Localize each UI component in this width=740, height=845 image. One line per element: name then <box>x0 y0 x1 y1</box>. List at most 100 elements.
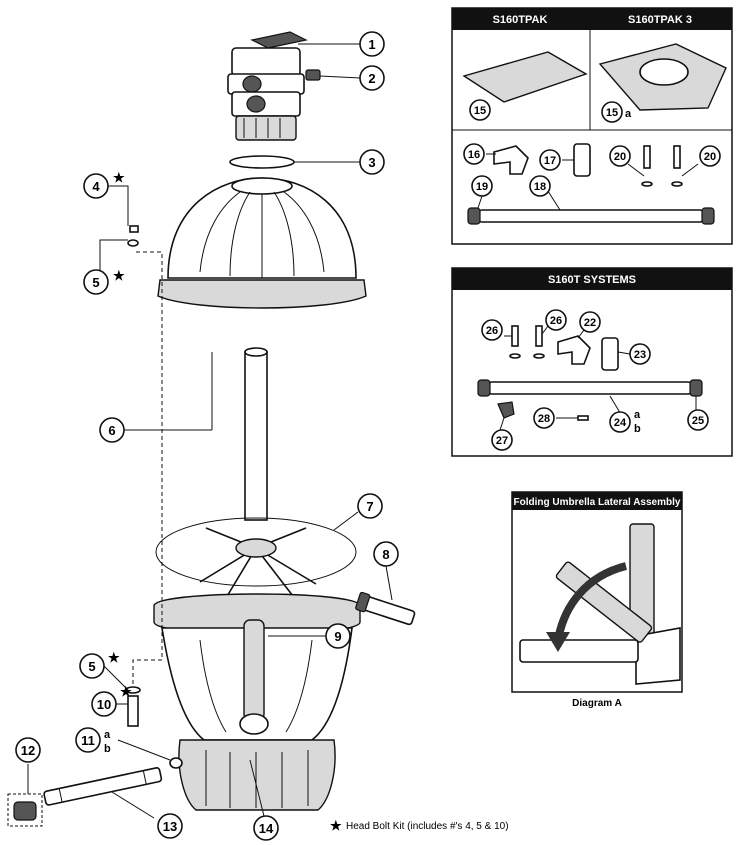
callout-26-left: 26 <box>481 319 503 341</box>
callout-20-left: 20 <box>609 145 631 167</box>
svg-text:15: 15 <box>474 105 486 117</box>
tpak-union <box>573 143 591 177</box>
suffix-11b: b <box>104 743 111 755</box>
svg-text:5: 5 <box>88 659 95 674</box>
lateral-assembly <box>199 527 317 601</box>
tpak-title-right: S160TPAK 3 <box>628 14 692 26</box>
callout-26-right: 26 <box>545 309 567 331</box>
valve-plug <box>305 69 321 81</box>
folding-arrow <box>554 562 628 641</box>
valve-o-ring <box>229 155 295 169</box>
leader-lines <box>27 43 393 819</box>
star-5: ★ <box>113 268 125 283</box>
callout-11: 11 <box>75 727 101 753</box>
svg-text:9: 9 <box>334 629 341 644</box>
umbrella-lateral-horizontal <box>519 639 639 663</box>
svg-text:6: 6 <box>108 423 115 438</box>
systems-bolt-right <box>535 325 543 347</box>
bolt-washer <box>125 686 141 694</box>
callout-5: 5 <box>83 269 109 295</box>
callout-23: 23 <box>629 343 651 365</box>
svg-text:15: 15 <box>606 107 618 119</box>
svg-text:22: 22 <box>584 317 596 329</box>
systems-pipe <box>487 381 693 395</box>
suffix-15a: a <box>625 108 632 120</box>
svg-text:28: 28 <box>538 413 550 425</box>
star-4: ★ <box>113 170 125 185</box>
multiport-valve <box>227 31 308 141</box>
tpak-elbow <box>493 145 529 175</box>
umbrella-lateral-angled <box>555 561 653 643</box>
lower-pipe <box>43 767 163 806</box>
svg-text:20: 20 <box>614 151 626 163</box>
umbrella-caption: Diagram A <box>572 698 622 709</box>
footnote-text: Head Bolt Kit (includes #'s 4, 5 & 10) <box>346 821 509 832</box>
callout-20-right: 20 <box>699 145 721 167</box>
cover-plate <box>462 51 588 103</box>
tpak-panel: S160TPAK S160TPAK 3 15 15 a <box>451 7 733 245</box>
tpak-pipe <box>477 209 705 223</box>
star-10: ★ <box>120 684 132 699</box>
callout-28: 28 <box>533 407 555 429</box>
air-relief-pipe <box>243 619 265 721</box>
systems-panel: S160T SYSTEMS 26 26 <box>451 267 733 457</box>
svg-text:19: 19 <box>476 181 488 193</box>
svg-text:25: 25 <box>692 415 704 427</box>
sight-pipe <box>355 591 416 626</box>
svg-text:27: 27 <box>496 435 508 447</box>
svg-text:7: 7 <box>366 499 373 514</box>
tpak-header <box>452 8 732 30</box>
svg-text:24: 24 <box>614 417 627 429</box>
head-washer <box>127 239 139 247</box>
systems-union <box>601 337 619 371</box>
callout-2: 2 <box>359 65 385 91</box>
star-5-lower: ★ <box>108 650 120 665</box>
callout-16: 16 <box>463 143 485 165</box>
suffix-11a: a <box>104 729 111 741</box>
head-nut <box>129 225 139 233</box>
svg-text:5: 5 <box>92 275 99 290</box>
callout-27: 27 <box>491 429 513 451</box>
head-bolt <box>127 695 139 727</box>
elbow-cap <box>13 801 37 821</box>
systems-header <box>452 268 732 290</box>
svg-text:13: 13 <box>163 819 177 834</box>
bolt-kit-dashed-line <box>132 251 163 686</box>
svg-text:8: 8 <box>382 547 389 562</box>
callout-3: 3 <box>359 149 385 175</box>
callout-12: 12 <box>15 737 41 763</box>
standpipe <box>244 351 268 521</box>
callout-4: 4 <box>83 173 109 199</box>
systems-valve <box>497 401 515 419</box>
suffix-24b: b <box>634 423 641 435</box>
svg-text:14: 14 <box>259 821 274 836</box>
filter-tank <box>153 593 361 811</box>
callout-8: 8 <box>373 541 399 567</box>
svg-text:18: 18 <box>534 181 546 193</box>
callout-7: 7 <box>357 493 383 519</box>
svg-text:12: 12 <box>21 743 35 758</box>
svg-text:26: 26 <box>486 325 498 337</box>
filter-head-dome <box>157 177 367 309</box>
callout-17: 17 <box>539 149 561 171</box>
umbrella-panel: Folding Umbrella Lateral Assembly Diagra… <box>511 491 683 709</box>
umbrella-hub <box>635 627 681 685</box>
callout-22: 22 <box>579 311 601 333</box>
callout-13: 13 <box>157 813 183 839</box>
umbrella-header <box>512 492 682 510</box>
systems-bolt-left <box>511 325 519 347</box>
svg-text:16: 16 <box>468 149 480 161</box>
svg-text:11: 11 <box>81 733 95 748</box>
tpak-bolt-left <box>643 145 651 169</box>
callout-6: 6 <box>99 417 125 443</box>
callout-15a: 15 <box>601 101 623 123</box>
callout-24: 24 <box>609 411 631 433</box>
umbrella-title: Folding Umbrella Lateral Assembly <box>514 497 681 508</box>
footnote-star: ★ <box>330 818 342 833</box>
drain-plug <box>169 757 183 769</box>
svg-text:3: 3 <box>368 155 375 170</box>
elbow-box <box>7 793 43 827</box>
systems-screw <box>577 415 589 421</box>
svg-text:23: 23 <box>634 349 646 361</box>
suffix-24a: a <box>634 409 641 421</box>
